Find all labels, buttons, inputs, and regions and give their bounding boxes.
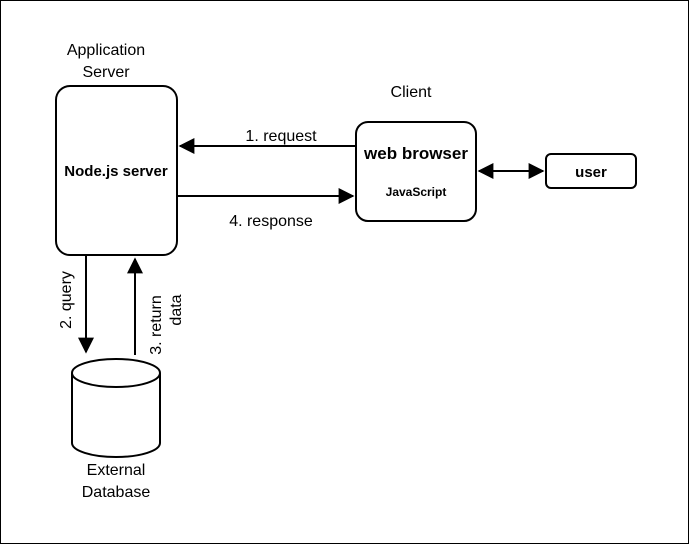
- response-label: 4. response: [229, 213, 313, 230]
- web-browser-label: web browser: [363, 144, 468, 163]
- app-server-caption-line2: Server: [82, 64, 130, 81]
- request-label: 1. request: [245, 128, 317, 145]
- database-caption-line1: External: [87, 462, 146, 479]
- app-server-caption-line1: Application: [67, 42, 145, 59]
- return-label-line1: 3. return: [148, 295, 165, 355]
- javascript-label: JavaScript: [386, 185, 447, 199]
- client-caption: Client: [391, 84, 432, 101]
- return-label-line2: data: [168, 294, 185, 325]
- database-cylinder[interactable]: [71, 358, 161, 458]
- user-label: user: [575, 164, 607, 181]
- web-browser-box[interactable]: [355, 121, 477, 222]
- query-label: 2. query: [58, 271, 75, 329]
- node-server-box[interactable]: [55, 85, 178, 256]
- database-caption-line2: Database: [82, 484, 151, 501]
- user-box[interactable]: [545, 153, 637, 189]
- node-server-label: Node.js server: [64, 163, 168, 180]
